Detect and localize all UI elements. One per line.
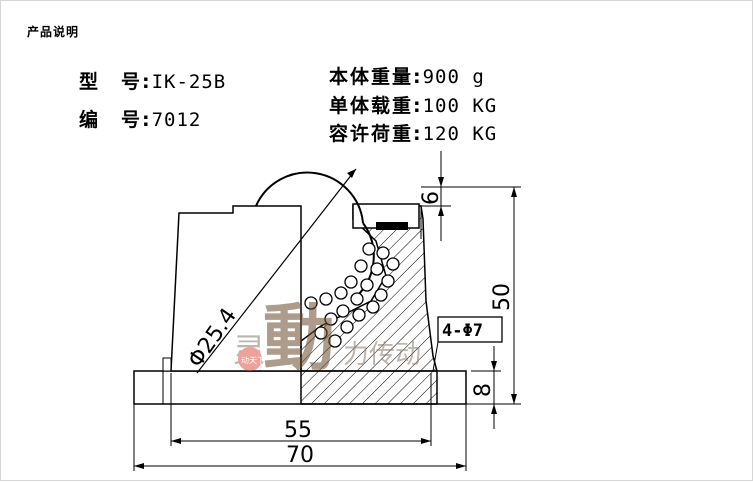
hole-callout-leader (432, 341, 439, 372)
main-ball (255, 171, 364, 224)
spec-allow-load-label: 容许荷重: (329, 123, 423, 145)
dim-55-label: 55 (284, 418, 312, 443)
spec-weight-value: 900 g (422, 66, 485, 88)
page-heading: 产品说明 (27, 25, 80, 39)
spec-weight: 本体重量:900 g (329, 62, 485, 89)
hole-callout-box (437, 316, 503, 343)
dim-6-label: 6 (419, 191, 444, 205)
spec-unit-load-value: 100 KG (422, 95, 498, 117)
hole-callout-label: 4-Φ7 (442, 321, 483, 341)
base-step (162, 357, 172, 372)
spec-code: 编 号:7012 (79, 105, 201, 132)
spec-allow-load: 容许荷重:120 KG (329, 119, 497, 146)
dim-70-label: 70 (286, 443, 314, 468)
spec-model-value: IK-25B (151, 71, 227, 93)
support-balls (304, 242, 400, 348)
retainer-seal (376, 222, 408, 230)
spec-unit-load-label: 单体载重: (329, 95, 423, 117)
dim-50-label: 50 (490, 283, 515, 311)
watermark-seal-text: 动天下 (241, 355, 265, 365)
spec-weight-label: 本体重量: (329, 66, 423, 88)
spec-code-value: 7012 (151, 109, 202, 131)
spec-unit-load: 单体载重:100 KG (329, 91, 497, 118)
spec-allow-load-value: 120 KG (422, 123, 498, 145)
ball-diameter-leader (196, 168, 357, 374)
watermark-big-char: 動 (263, 295, 335, 380)
spec-code-label: 编 号: (79, 109, 152, 131)
spec-model: 型 号:IK-25B (79, 67, 226, 94)
dim-8-label: 8 (471, 383, 496, 397)
watermark-seal (238, 347, 262, 371)
leader-arrow (347, 169, 356, 178)
watermark-tail: 力传动 (343, 340, 421, 370)
watermark-logo: 灵 動 力传动 动天下 (233, 295, 421, 380)
spec-model-label: 型 号: (79, 71, 152, 93)
